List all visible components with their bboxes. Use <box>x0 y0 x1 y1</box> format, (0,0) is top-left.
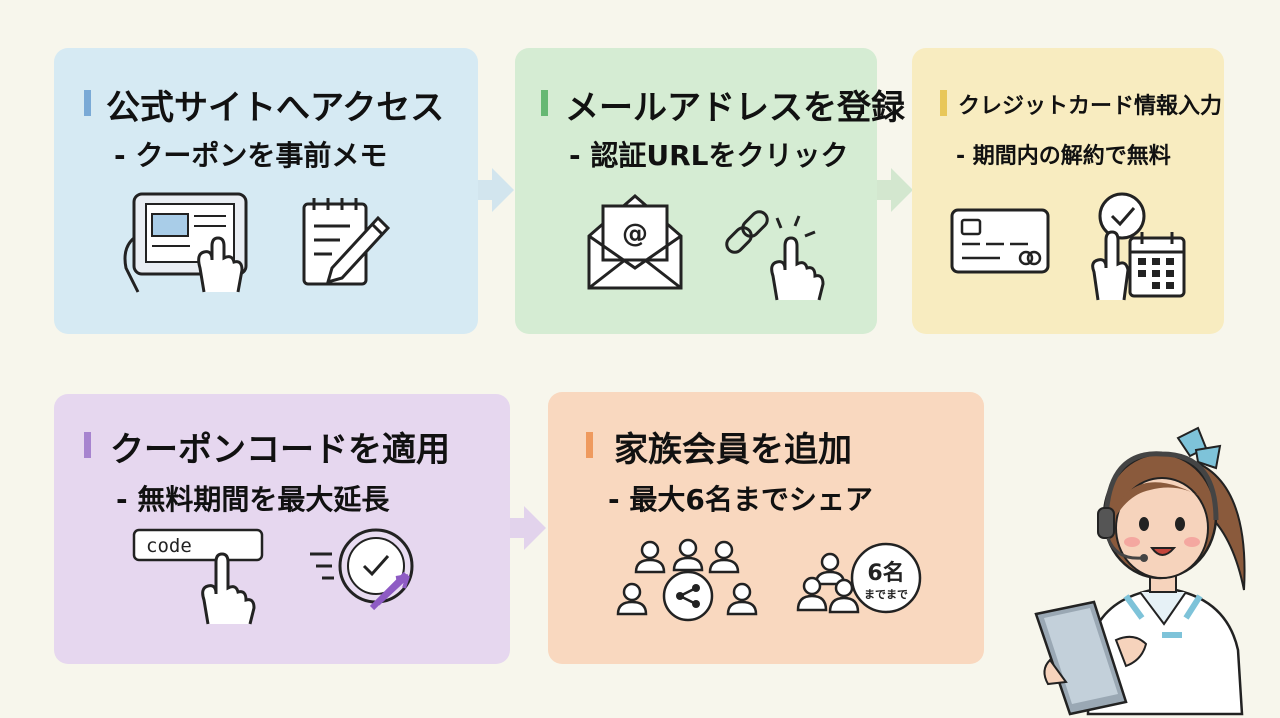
step-accent-bar <box>940 90 947 116</box>
family-count-text: 6名 <box>867 560 904 586</box>
step-subtitle: - 認証URLをクリック <box>569 139 849 172</box>
arrow-right-icon <box>877 168 913 216</box>
family-limit-text: までまで <box>864 588 908 601</box>
fast-clock-icon <box>308 524 428 620</box>
tablet-tap-icon <box>120 188 260 302</box>
checkmark-calendar-icon <box>1080 188 1190 308</box>
email-envelope-icon: @ <box>585 188 685 296</box>
step-title: クーポンコードを適用 <box>110 430 450 470</box>
credit-card-icon <box>950 206 1050 280</box>
step-subtitle: - 期間内の解約で無料 <box>956 144 1171 169</box>
step-accent-bar <box>84 90 91 116</box>
code-input-tap-icon: code <box>132 526 272 630</box>
at-sign-text: @ <box>622 219 648 249</box>
arrow-right-icon <box>478 168 514 216</box>
support-agent-illustration <box>1030 420 1270 718</box>
step-subtitle: - 最大6名までシェア <box>608 483 873 516</box>
step-accent-bar <box>586 432 593 458</box>
code-label: code <box>146 535 192 557</box>
step-subtitle: - 無料期間を最大延長 <box>116 483 390 516</box>
group-limit-icon: 6名 までまで <box>796 542 926 636</box>
step-card-access-site: 公式サイトへアクセス - クーポンを事前メモ <box>54 48 478 334</box>
arrow-right-icon <box>510 506 546 554</box>
step-card-add-family: 家族会員を追加 - 最大6名までシェア 6名 までまで <box>548 392 984 664</box>
step-title: メールアドレスを登録 <box>565 88 905 128</box>
family-share-icon <box>616 534 768 628</box>
notepad-pencil-icon <box>300 194 396 294</box>
step-title: 家族会員を追加 <box>614 430 852 470</box>
step-card-credit-card: クレジットカード情報入力 - 期間内の解約で無料 <box>912 48 1224 334</box>
step-accent-bar <box>84 432 91 458</box>
step-title: 公式サイトへアクセス <box>106 88 445 128</box>
step-subtitle: - クーポンを事前メモ <box>114 139 388 172</box>
step-card-register-email: メールアドレスを登録 - 認証URLをクリック @ <box>515 48 905 334</box>
step-card-apply-coupon: クーポンコードを適用 - 無料期間を最大延長 code <box>54 394 510 664</box>
step-accent-bar <box>541 90 548 116</box>
link-click-icon <box>721 204 831 304</box>
step-title: クレジットカード情報入力 <box>958 94 1223 119</box>
